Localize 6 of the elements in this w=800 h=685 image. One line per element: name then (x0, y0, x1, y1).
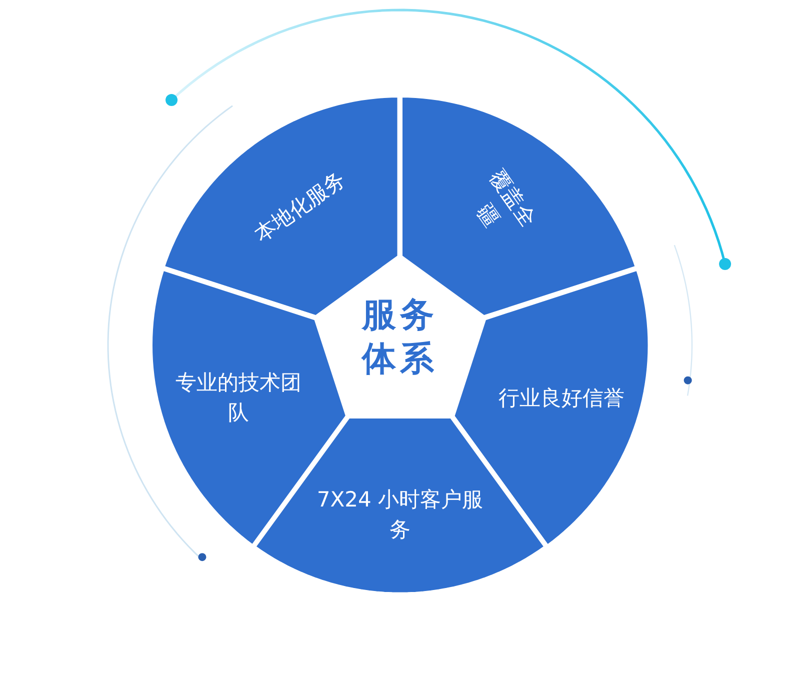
sector-label: 7X24 小时客户服务 (316, 486, 484, 544)
sector-label: 行业良好信誉 (498, 384, 626, 412)
center-title: 服务体系 (360, 294, 439, 381)
sector-label: 覆盖全疆 (470, 164, 542, 234)
sector-label: 本地化服务 (249, 166, 351, 250)
sector-label: 专业的技术团队 (174, 369, 302, 427)
